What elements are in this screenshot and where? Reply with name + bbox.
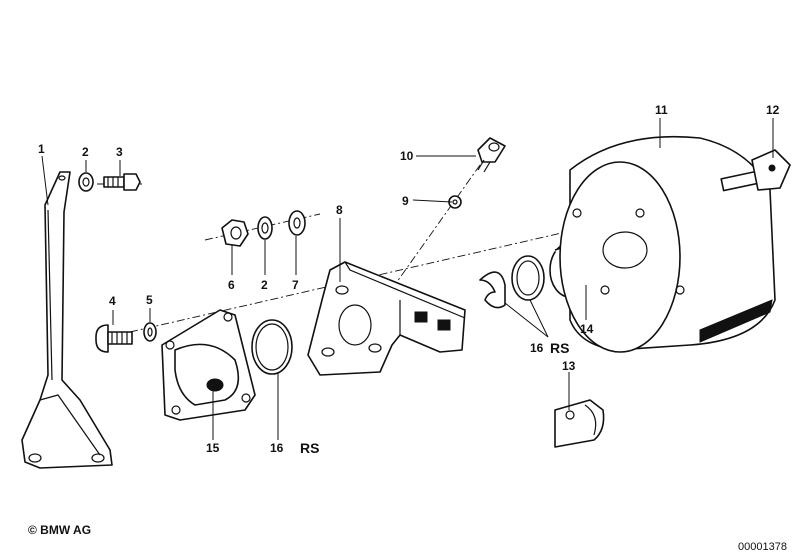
part-1-bracket-arm <box>21 171 113 469</box>
callout-6: 6 <box>228 278 235 292</box>
part-16-circlip <box>479 271 506 309</box>
callout-15: 15 <box>206 441 220 455</box>
callout-11: 11 <box>655 103 668 117</box>
part-16-seal-ring <box>251 319 293 375</box>
part-8-mounting-bracket <box>307 261 466 376</box>
callout-10: 10 <box>400 149 414 163</box>
callout-5: 5 <box>146 293 153 307</box>
part-6-hex-nut <box>221 219 249 247</box>
callout-9: 9 <box>402 194 409 208</box>
part-5-lock-washer <box>143 322 157 342</box>
callout-16b: 16 <box>270 441 284 455</box>
callout-12: 12 <box>766 103 780 117</box>
part-4-slotted-screw <box>95 324 133 353</box>
callout-14: 14 <box>580 322 594 336</box>
copyright-notice: © BMW AG <box>28 523 92 537</box>
part-15-cover-plate <box>161 309 256 421</box>
callout-4: 4 <box>109 294 116 308</box>
callout-3: 3 <box>116 145 123 159</box>
callout-7: 7 <box>292 278 299 292</box>
part-11-housing <box>559 135 776 353</box>
part-7-flat-washer <box>288 210 306 236</box>
part-2-washer <box>78 172 94 192</box>
leader-lines <box>41 118 774 440</box>
part-16-ring <box>511 255 545 301</box>
callout-16a: 16 <box>530 341 544 355</box>
callout-13: 13 <box>562 359 576 373</box>
part-2-spring-washer <box>257 216 273 240</box>
callout-16b-rs: RS <box>300 440 319 456</box>
part-13-clamp <box>554 399 605 448</box>
callout-8: 8 <box>336 203 343 217</box>
callout-16a-rs: RS <box>550 340 569 356</box>
callout-1: 1 <box>38 142 45 156</box>
part-10-socket-screw <box>477 137 506 173</box>
part-3-hex-bolt <box>103 173 141 191</box>
figure-number: 00001378 <box>738 541 787 553</box>
callout-2b: 2 <box>261 278 268 292</box>
callout-labels: 1 2 3 4 5 6 2 7 8 9 10 11 12 13 14 15 16… <box>38 103 780 456</box>
part-12-clip <box>720 149 791 192</box>
callout-2: 2 <box>82 145 89 159</box>
